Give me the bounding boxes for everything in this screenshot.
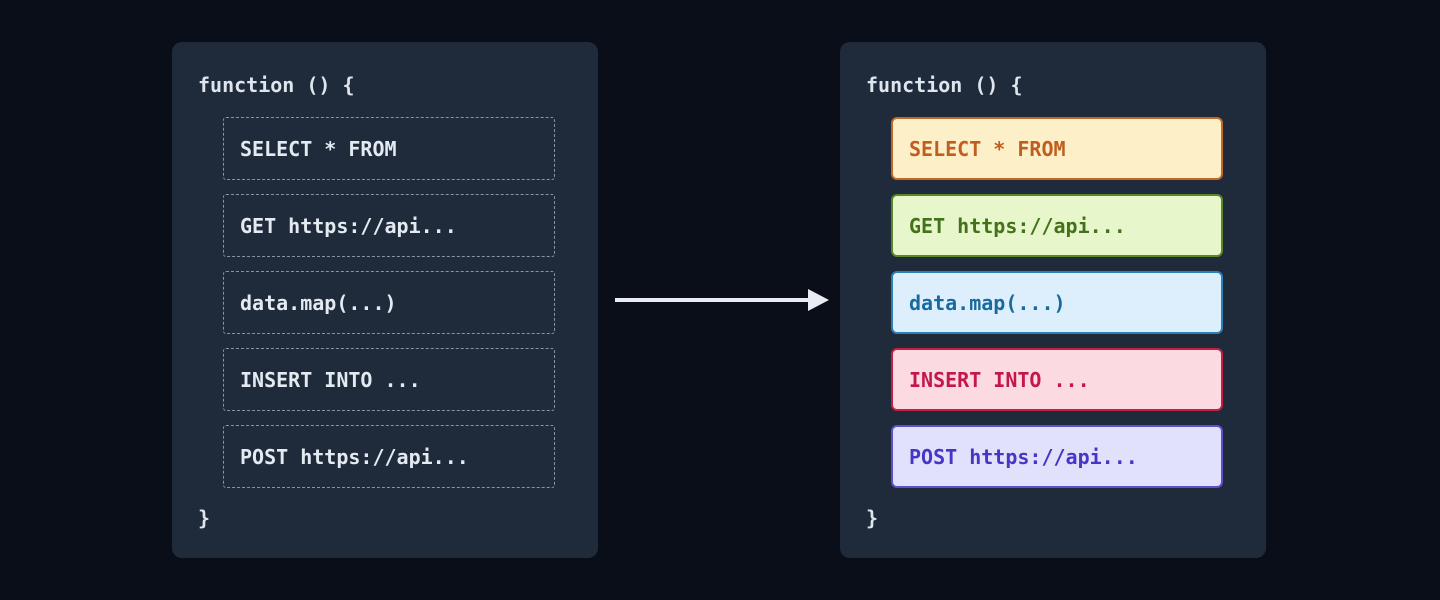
code-block-get-highlighted: GET https://api... [891, 194, 1223, 257]
function-close-line: } [866, 506, 879, 530]
code-block-post: POST https://api... [223, 425, 555, 488]
classified-code-panel: function () { SELECT * FROM GET https://… [840, 42, 1266, 558]
code-block-get: GET https://api... [223, 194, 555, 257]
code-block-insert-highlighted: INSERT INTO ... [891, 348, 1223, 411]
code-block-map-highlighted: data.map(...) [891, 271, 1223, 334]
code-block-select: SELECT * FROM [223, 117, 555, 180]
code-block-post-highlighted: POST https://api... [891, 425, 1223, 488]
source-code-block-list: SELECT * FROM GET https://api... data.ma… [223, 117, 555, 488]
transform-arrow-icon [613, 285, 833, 315]
function-open-line: function () { [866, 73, 1023, 97]
code-block-select-highlighted: SELECT * FROM [891, 117, 1223, 180]
code-block-insert: INSERT INTO ... [223, 348, 555, 411]
code-block-map: data.map(...) [223, 271, 555, 334]
source-code-panel: function () { SELECT * FROM GET https://… [172, 42, 598, 558]
function-close-line: } [198, 506, 211, 530]
function-open-line: function () { [198, 73, 355, 97]
classified-code-block-list: SELECT * FROM GET https://api... data.ma… [891, 117, 1223, 488]
